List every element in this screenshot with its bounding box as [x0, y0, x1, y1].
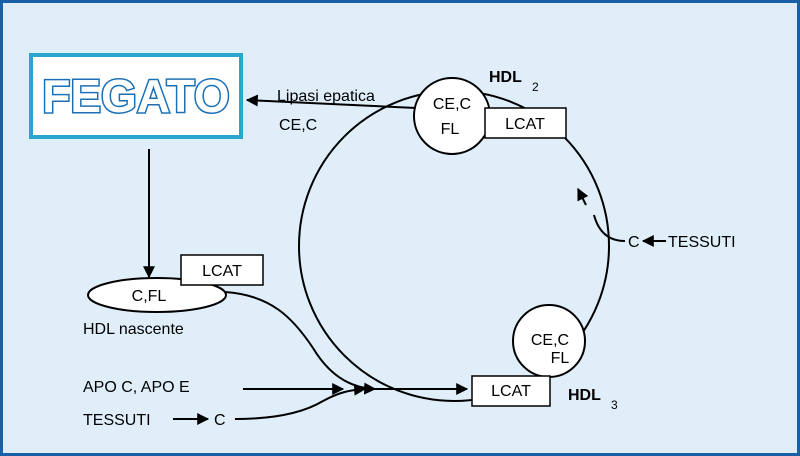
- nascent-to-hdl3-flow: [224, 291, 377, 395]
- apo-label: APO C, APO E: [83, 379, 190, 396]
- liver-box: FEGATO: [29, 53, 243, 139]
- hdl3-content-top: CE,C: [531, 332, 569, 349]
- hdl2-content-top: CE,C: [433, 96, 471, 113]
- tissue-right-product: C: [628, 234, 640, 251]
- hepatic-lipase-label: Lipasi epatica: [277, 88, 375, 105]
- hdl3-particle: CE,C FL LCAT HDL 3: [471, 304, 618, 412]
- hdl3-lcat-box: [471, 375, 551, 407]
- hdl2-particle: CE,C FL LCAT HDL 2: [413, 69, 567, 155]
- hdl2-content-bottom: FL: [441, 121, 460, 138]
- cholesterol-uptake-curve: [593, 214, 626, 242]
- hdl3-name: HDL: [568, 387, 601, 404]
- hdl3-lcat-label: LCAT: [491, 383, 531, 400]
- tissue-bottom-label: TESSUTI: [83, 412, 151, 429]
- nascent-hdl: C,FL LCAT HDL nascente: [83, 254, 264, 338]
- nascent-lcat-label: LCAT: [202, 263, 242, 280]
- hdl3-subscript: 3: [611, 398, 618, 412]
- nascent-caption: HDL nascente: [83, 321, 184, 338]
- tissue-bottom-product: C: [214, 412, 226, 429]
- hdl2-lcat-label: LCAT: [505, 116, 545, 133]
- nascent-content: C,FL: [132, 288, 167, 305]
- liver-label: FEGATO: [42, 70, 229, 122]
- hdl-cycle-diagram: FEGATO Lipasi epatica CE,C CE,C FL LCAT …: [29, 53, 736, 429]
- tissue-right-label: TESSUTI: [668, 234, 736, 251]
- hdl2-subscript: 2: [532, 80, 539, 94]
- cycle-direction-arrow: [577, 187, 589, 206]
- nascent-lcat-box: [180, 254, 264, 286]
- hdl2-lcat-box: [484, 107, 567, 139]
- hepatic-transfer-label: CE,C: [279, 117, 317, 134]
- hdl2-name: HDL: [489, 69, 522, 86]
- cholesterol-merge-curve: [234, 383, 367, 420]
- hepatic-lipase-arrow: [245, 94, 417, 109]
- hdl3-content-bottom: FL: [551, 350, 570, 367]
